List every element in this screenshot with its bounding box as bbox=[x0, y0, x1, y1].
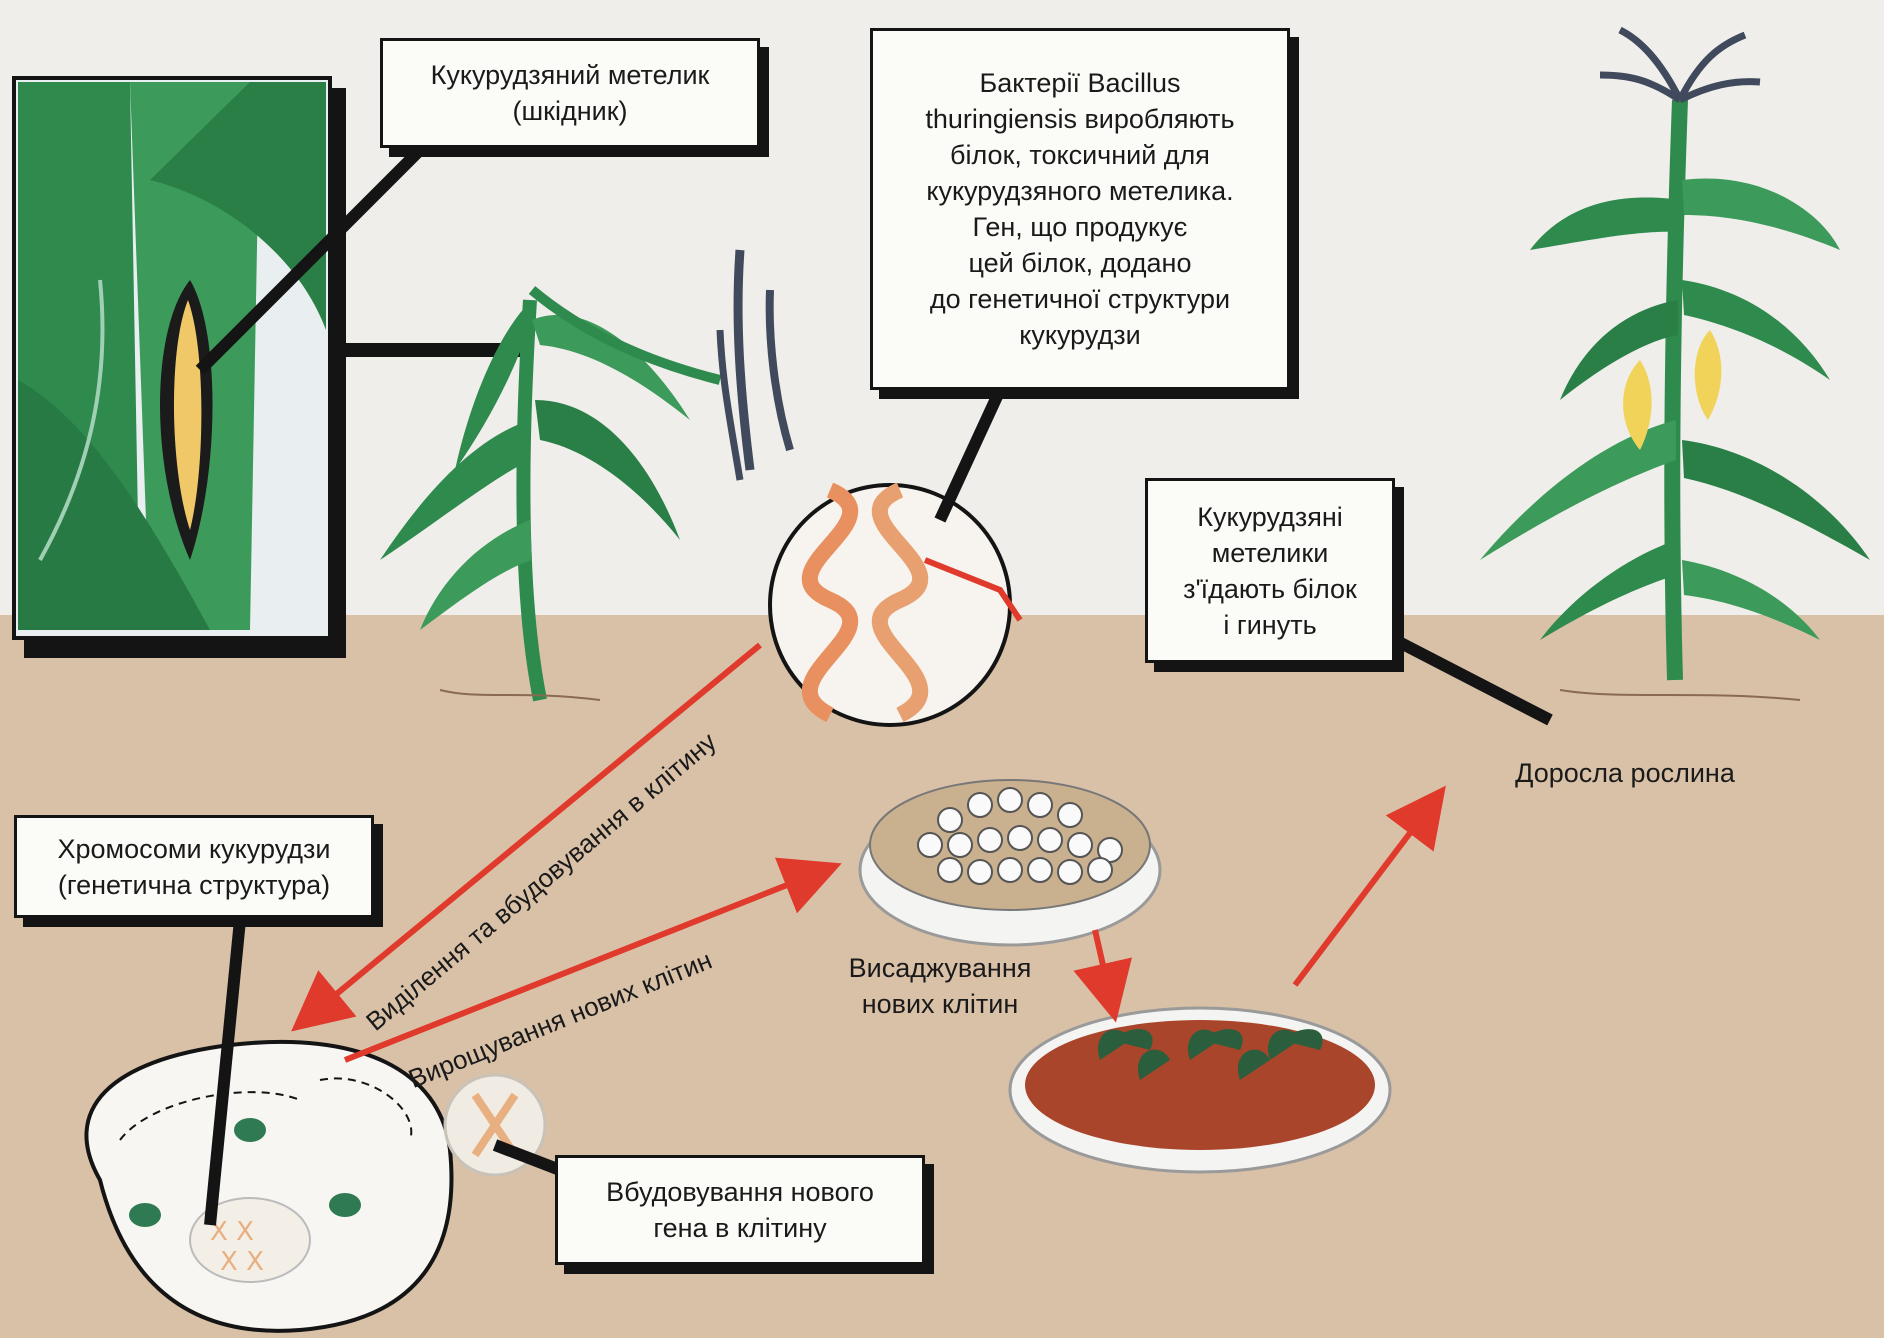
corn-leaf-closeup-icon bbox=[14, 78, 346, 658]
bacteria-callout: Бактерії Bacillus thuringiensis виробляю… bbox=[870, 28, 1290, 390]
petri-dish-cells-icon bbox=[860, 780, 1160, 945]
corn-borer-callout: Кукурудзяний метелик (шкідник) bbox=[380, 38, 760, 148]
petri-dish-seedlings-icon bbox=[1010, 1008, 1390, 1172]
svg-text:X X: X X bbox=[210, 1217, 254, 1247]
adult-plant-label: Доросла рослина bbox=[1480, 755, 1770, 791]
planting-cells-label: Висаджування нових клітин bbox=[820, 950, 1060, 1022]
svg-text:X X: X X bbox=[220, 1247, 264, 1277]
gene-insertion-callout: Вбудовування нового гена в клітину bbox=[555, 1155, 925, 1265]
moths-die-callout: Кукурудзяні метелики з'їдають білок і ги… bbox=[1145, 478, 1395, 663]
chromosomes-callout: Хромосоми кукурудзи (генетична структура… bbox=[14, 815, 374, 918]
